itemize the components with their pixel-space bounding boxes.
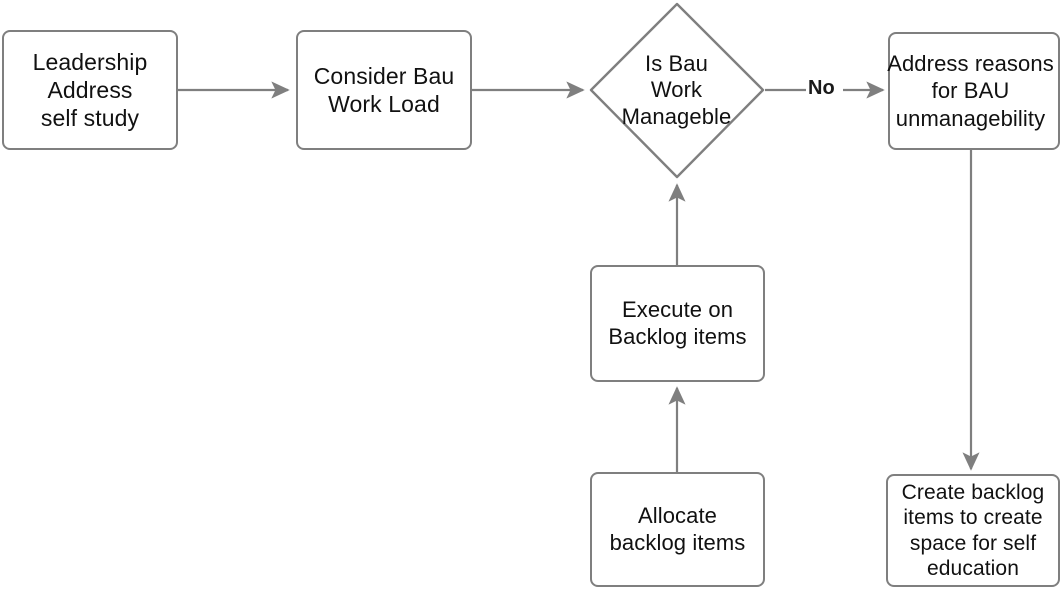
decision-diamond-shape <box>589 2 765 179</box>
node-allocate-backlog-items[interactable]: Allocate backlog items <box>590 472 765 587</box>
node-label: Create backlog items to create space for… <box>901 480 1045 580</box>
node-leadership-address-self-study[interactable]: Leadership Address self study <box>2 30 178 150</box>
node-address-reasons-for-bau-unmanagebility[interactable]: Address reasons for BAU unmanagebility <box>887 32 1060 150</box>
node-create-backlog-items-for-self-education[interactable]: Create backlog items to create space for… <box>886 474 1060 587</box>
edge-label-no: No <box>806 77 837 99</box>
node-label: Allocate backlog items <box>609 502 746 555</box>
node-label: Consider Bau Work Load <box>313 62 455 117</box>
node-consider-bau-work-load[interactable]: Consider Bau Work Load <box>296 30 472 150</box>
node-execute-on-backlog-items[interactable]: Execute on Backlog items <box>590 265 765 382</box>
node-is-bau-work-manageble-decision[interactable]: Is Bau Work Manageble <box>588 2 765 179</box>
node-label: Is Bau Work Manageble <box>621 50 732 129</box>
node-label: Address reasons for BAU unmanagebility <box>887 51 1054 131</box>
node-label: Execute on Backlog items <box>608 296 747 349</box>
node-label: Leadership Address self study <box>32 48 148 132</box>
